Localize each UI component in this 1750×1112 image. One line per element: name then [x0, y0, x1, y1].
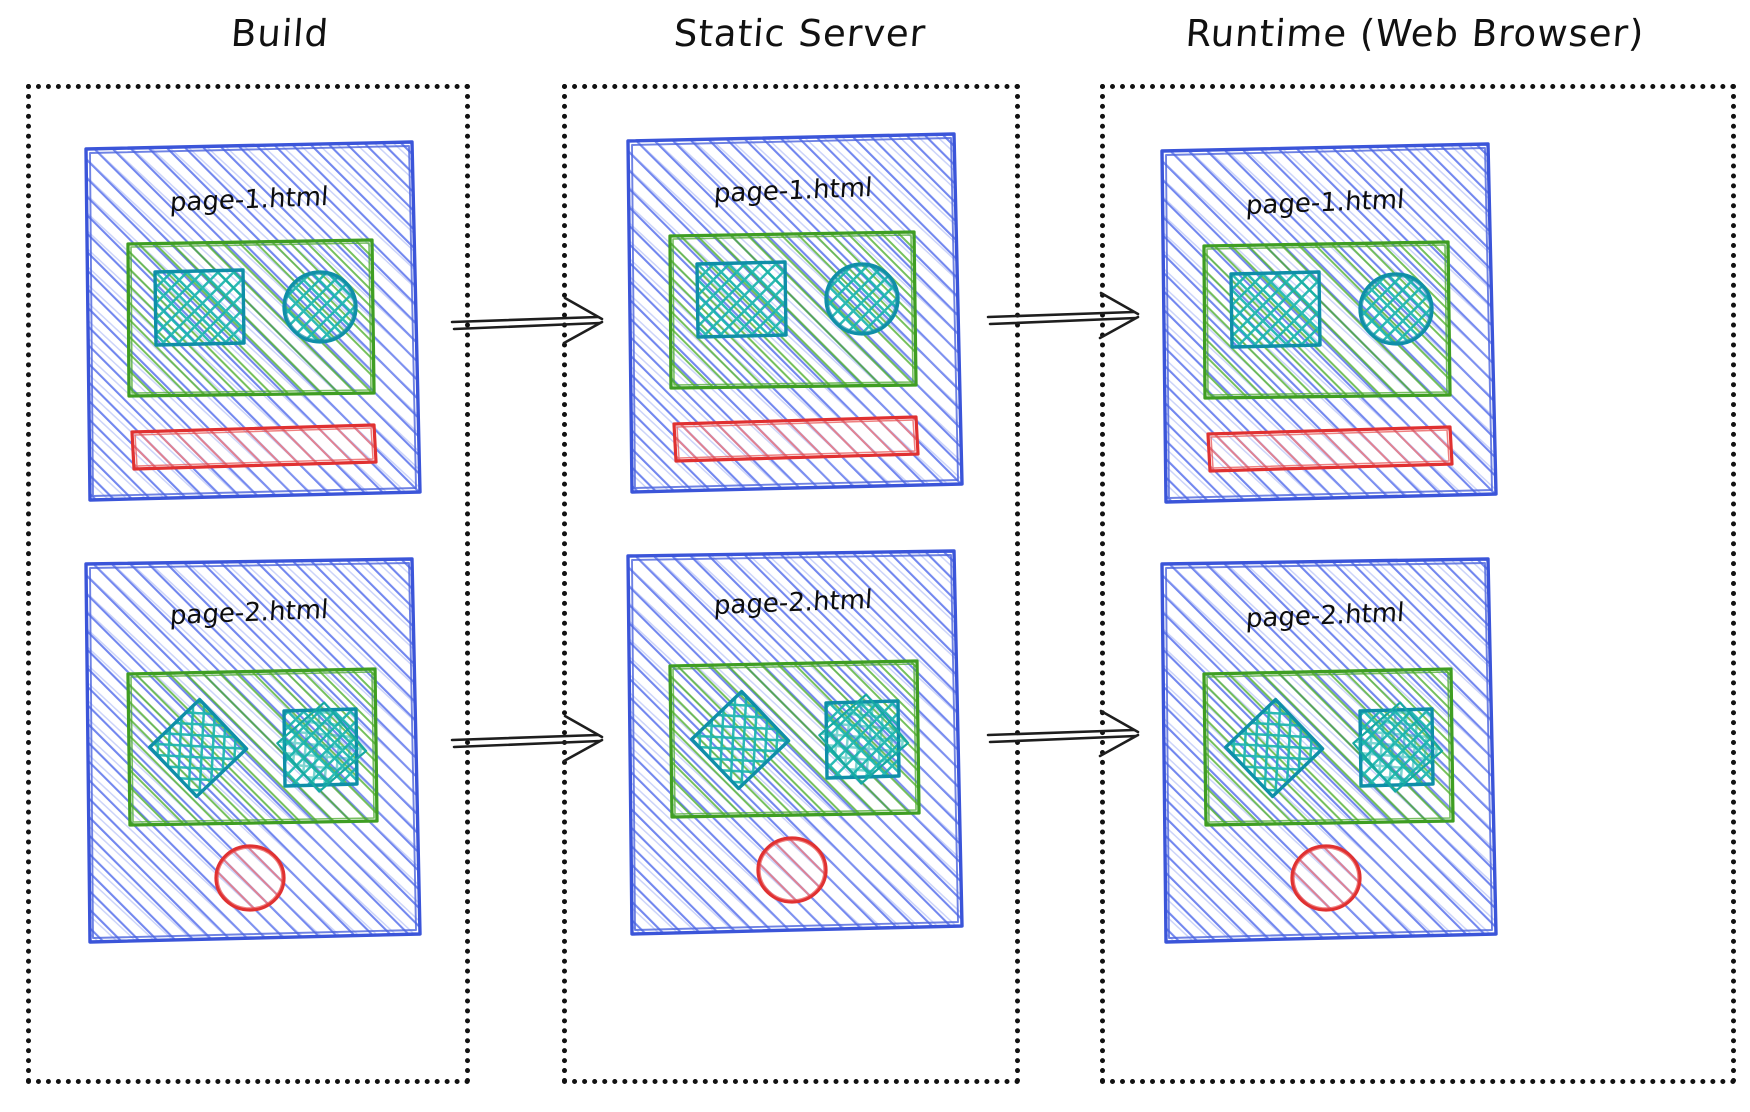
- page-label-runtime-row2: page-2.html: [1245, 597, 1406, 635]
- page-label-static-row2: page-2.html: [713, 584, 874, 622]
- arrow-static-to-runtime-row1: [986, 291, 1140, 340]
- arrow-build-to-static-row1: [450, 296, 604, 345]
- page-label-static-row1: page-1.html: [713, 172, 874, 210]
- column-frame-runtime: [1100, 84, 1736, 1084]
- page-label-build-row2: page-2.html: [169, 594, 330, 632]
- arrow-build-to-static-row2: [450, 714, 604, 763]
- arrow-static-to-runtime-row2: [986, 709, 1140, 758]
- page-label-runtime-row1: page-1.html: [1245, 184, 1406, 222]
- column-frame-static: [562, 84, 1020, 1084]
- page-label-build-row1: page-1.html: [169, 181, 330, 219]
- column-frame-build: [26, 84, 470, 1084]
